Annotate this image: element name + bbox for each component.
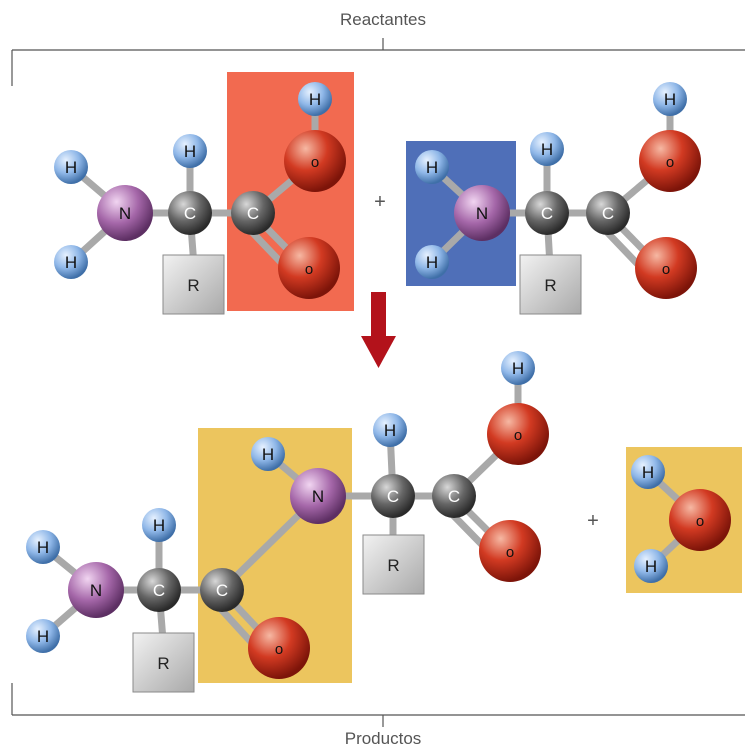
svg-text:o: o (514, 427, 522, 444)
svg-text:o: o (275, 641, 283, 658)
svg-text:H: H (262, 445, 274, 464)
hydrogen-atom (54, 150, 88, 184)
svg-text:C: C (216, 581, 228, 600)
hydrogen-atom (142, 508, 176, 542)
dipeptide: R R H H N H C C o H N H C C (26, 351, 549, 693)
nitrogen-atom (454, 185, 510, 241)
side-chain-r (162, 254, 225, 315)
svg-text:H: H (153, 516, 165, 535)
svg-text:H: H (512, 359, 524, 378)
hydrogen-atom (251, 437, 285, 471)
reaction-arrow (361, 292, 396, 368)
plus-sign: + (587, 510, 599, 532)
products-label: Productos (344, 729, 422, 748)
hydrogen-atom (415, 245, 449, 279)
svg-text:H: H (384, 421, 396, 440)
svg-text:H: H (426, 253, 438, 272)
svg-text:H: H (426, 158, 438, 177)
svg-text:H: H (37, 538, 49, 557)
plus-sign: + (374, 191, 386, 213)
svg-text:N: N (90, 581, 102, 600)
svg-text:o: o (696, 513, 704, 530)
carbonyl-carbon-atom (200, 568, 244, 612)
hydrogen-atom (26, 530, 60, 564)
hydrogen-atom (501, 351, 535, 385)
svg-text:C: C (247, 204, 259, 223)
carbonyl-oxygen-atom (248, 617, 310, 679)
svg-text:R: R (544, 276, 556, 295)
hydrogen-atom (631, 455, 665, 489)
hydrogen-atom (634, 549, 668, 583)
alpha-carbon-atom (371, 474, 415, 518)
hydrogen-atom (54, 245, 88, 279)
svg-text:R: R (387, 556, 399, 575)
alpha-carbon-atom (525, 191, 569, 235)
carbonyl-carbon-atom (432, 474, 476, 518)
carbonyl-oxygen-atom (479, 520, 541, 582)
hydrogen-atom (26, 619, 60, 653)
hydroxyl-oxygen-atom (487, 403, 549, 465)
peptide-nitrogen-atom (290, 468, 346, 524)
svg-text:o: o (662, 261, 670, 278)
amino-acid-1: R H H N H C C o H o (54, 82, 346, 315)
svg-text:C: C (448, 487, 460, 506)
svg-text:H: H (65, 158, 77, 177)
hydrogen-atom (653, 82, 687, 116)
hydroxyl-oxygen-atom (639, 130, 701, 192)
svg-text:H: H (664, 90, 676, 109)
svg-text:H: H (37, 627, 49, 646)
hydrogen-atom (173, 134, 207, 168)
svg-text:H: H (541, 140, 553, 159)
svg-text:o: o (311, 154, 319, 171)
svg-text:o: o (305, 261, 313, 278)
alpha-carbon-atom (168, 191, 212, 235)
hydrogen-atom (415, 150, 449, 184)
carbonyl-carbon-atom (586, 191, 630, 235)
svg-text:C: C (541, 204, 553, 223)
svg-text:o: o (666, 154, 674, 171)
hydrogen-atom (373, 413, 407, 447)
svg-text:o: o (506, 544, 514, 561)
svg-text:H: H (309, 90, 321, 109)
alpha-carbon-atom (137, 568, 181, 612)
side-chain-r (519, 254, 582, 315)
svg-text:R: R (157, 654, 169, 673)
side-chain-r (362, 534, 425, 595)
hydrogen-atom (298, 82, 332, 116)
svg-text:C: C (602, 204, 614, 223)
carbonyl-oxygen-atom (278, 237, 340, 299)
oxygen-atom (669, 489, 731, 551)
reactants-label: Reactantes (340, 10, 426, 29)
svg-text:C: C (387, 487, 399, 506)
nitrogen-atom (68, 562, 124, 618)
svg-text:C: C (153, 581, 165, 600)
svg-text:N: N (476, 204, 488, 223)
carbonyl-oxygen-atom (635, 237, 697, 299)
amino-acid-2: R H H N H C C o H o (415, 82, 701, 315)
side-chain-r (132, 632, 195, 693)
svg-text:N: N (312, 487, 324, 506)
hydroxyl-oxygen-atom (284, 130, 346, 192)
carbonyl-carbon-atom (231, 191, 275, 235)
svg-text:H: H (645, 557, 657, 576)
nitrogen-atom (97, 185, 153, 241)
svg-text:H: H (642, 463, 654, 482)
products-bracket (11, 683, 745, 727)
reactants-bracket (11, 38, 745, 86)
hydrogen-atom (530, 132, 564, 166)
water-molecule: o H H (631, 455, 731, 583)
svg-text:H: H (65, 253, 77, 272)
svg-text:C: C (184, 204, 196, 223)
svg-text:N: N (119, 204, 131, 223)
svg-text:H: H (184, 142, 196, 161)
svg-text:R: R (187, 276, 199, 295)
